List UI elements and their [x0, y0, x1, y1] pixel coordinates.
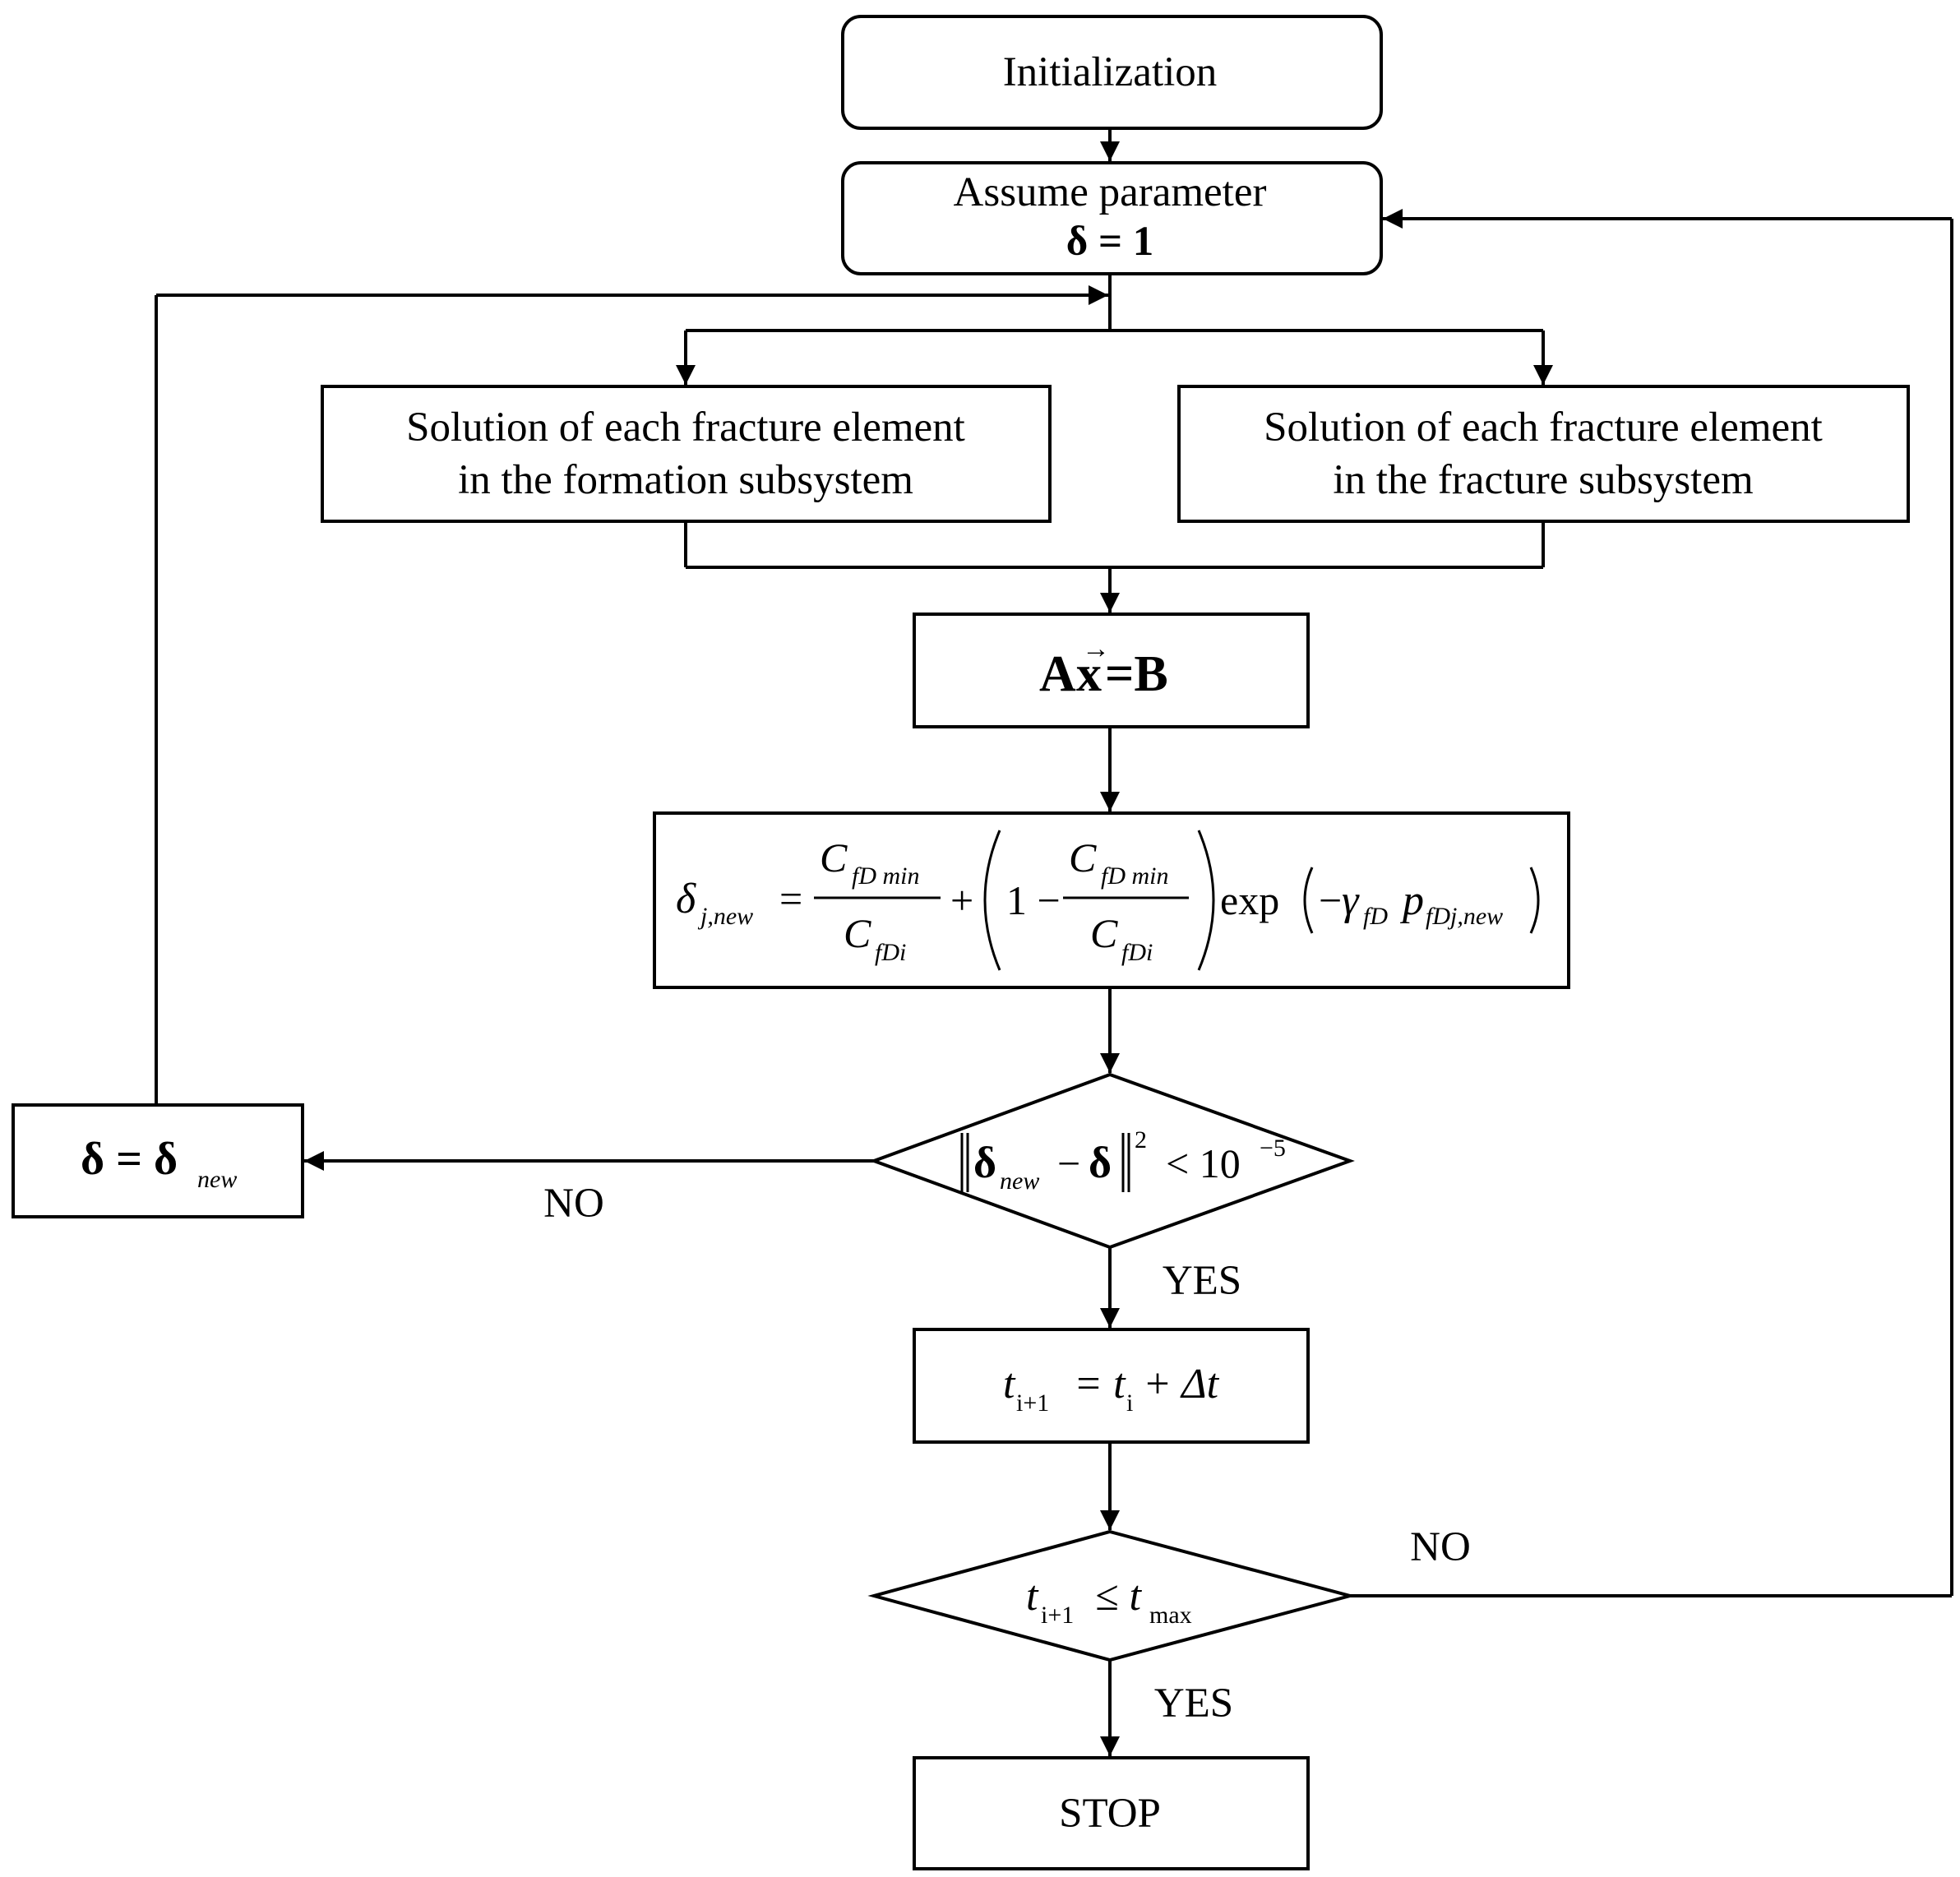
node-time-step: t i+1 = t i + Δt: [913, 1328, 1310, 1444]
linear-system-lhs: A: [1039, 646, 1076, 702]
decision-convergence: δ new − δ 2 < 10 −5: [869, 1072, 1355, 1250]
eq-neg: −: [1319, 877, 1342, 923]
ts-sub-next: i+1: [1016, 1389, 1049, 1417]
eq-exp-paren-left: [1303, 867, 1314, 934]
delta-init-label: δ = 1: [1066, 219, 1154, 265]
eq-frac2-num-c: C: [1069, 834, 1097, 881]
ts-eq-t: = t: [1074, 1361, 1126, 1408]
node-delta-update-equation: δ j,new = C fD min C fDi + 1 − C fD min …: [653, 811, 1570, 989]
linear-system-x: x: [1076, 646, 1102, 702]
fracture-line2: in the fracture subsystem: [1333, 457, 1753, 503]
conv-delta-new: δ: [973, 1138, 996, 1187]
eq-p-sub: fDj,new: [1426, 903, 1503, 930]
fracture-line1: Solution of each fracture element: [1264, 405, 1823, 451]
eq-frac1-num-sub: fD min: [852, 862, 920, 890]
td-t: t: [1026, 1573, 1039, 1620]
eq-frac2-den-c: C: [1090, 910, 1118, 956]
decision-time: t i+1 ≤ t max: [867, 1529, 1357, 1662]
eq-one-minus: 1 −: [1006, 877, 1061, 923]
eq-frac2-num-sub: fD min: [1101, 862, 1169, 890]
eq-equals: =: [779, 876, 802, 922]
ts-t: t: [1003, 1361, 1016, 1408]
conv-minus: −: [1057, 1140, 1080, 1186]
stop-label: STOP: [1059, 1791, 1161, 1837]
eq-frac1-den-sub: fDi: [875, 939, 906, 966]
conv-delta: δ: [1089, 1138, 1112, 1187]
ts-plus-dt: + Δt: [1143, 1361, 1220, 1408]
conv-new-sub: new: [1000, 1167, 1039, 1195]
label-time-yes: YES: [1154, 1681, 1233, 1727]
td-sub-max: max: [1149, 1602, 1192, 1629]
set-delta-lhs: δ = δ: [81, 1134, 178, 1185]
eq-delta-sub: j,new: [697, 903, 753, 930]
node-fracture-subsystem: Solution of each fracture element in the…: [1177, 385, 1910, 523]
eq-gamma-sub: fD: [1363, 903, 1388, 930]
eq-frac1-num-c: C: [820, 834, 848, 881]
eq-plus: +: [950, 877, 973, 923]
eq-frac2-den-sub: fDi: [1121, 939, 1153, 966]
eq-delta: δ: [676, 876, 696, 922]
eq-frac1-den-c: C: [844, 910, 871, 956]
eq-exp: exp: [1220, 877, 1279, 923]
td-sub-next: i+1: [1041, 1602, 1074, 1629]
node-assume-parameter: Assume parameter δ = 1: [841, 161, 1383, 275]
node-initialization: Initialization: [841, 15, 1383, 130]
initialization-label: Initialization: [1003, 49, 1218, 95]
label-converge-yes: YES: [1163, 1258, 1241, 1304]
eq-paren-left: [983, 830, 1001, 971]
ts-sub-i: i: [1126, 1389, 1133, 1417]
node-stop: STOP: [913, 1756, 1310, 1870]
label-converge-no: NO: [543, 1181, 604, 1227]
eq-gamma: γ: [1342, 877, 1360, 924]
connectors: [155, 128, 1953, 1756]
node-formation-subsystem: Solution of each fracture element in the…: [321, 385, 1052, 523]
conv-threshold-exp: −5: [1260, 1135, 1286, 1162]
linear-system-rhs: =B: [1105, 646, 1168, 702]
formation-line1: Solution of each fracture element: [406, 405, 965, 451]
eq-p: p: [1399, 877, 1424, 924]
td-le-t: ≤ t: [1095, 1573, 1143, 1620]
conv-sup: 2: [1135, 1126, 1147, 1153]
eq-exp-paren-right: [1529, 867, 1540, 934]
eq-paren-right: [1197, 830, 1215, 971]
set-delta-sub: new: [197, 1166, 237, 1193]
label-time-no: NO: [1410, 1524, 1471, 1570]
vector-arrow: →: [1082, 634, 1110, 664]
assume-parameter-label: Assume parameter: [954, 169, 1267, 215]
conv-threshold: < 10: [1166, 1140, 1241, 1186]
node-linear-system: A x → =B: [913, 613, 1310, 728]
formation-line2: in the formation subsystem: [458, 457, 913, 503]
node-set-delta: δ = δ new: [12, 1103, 304, 1218]
